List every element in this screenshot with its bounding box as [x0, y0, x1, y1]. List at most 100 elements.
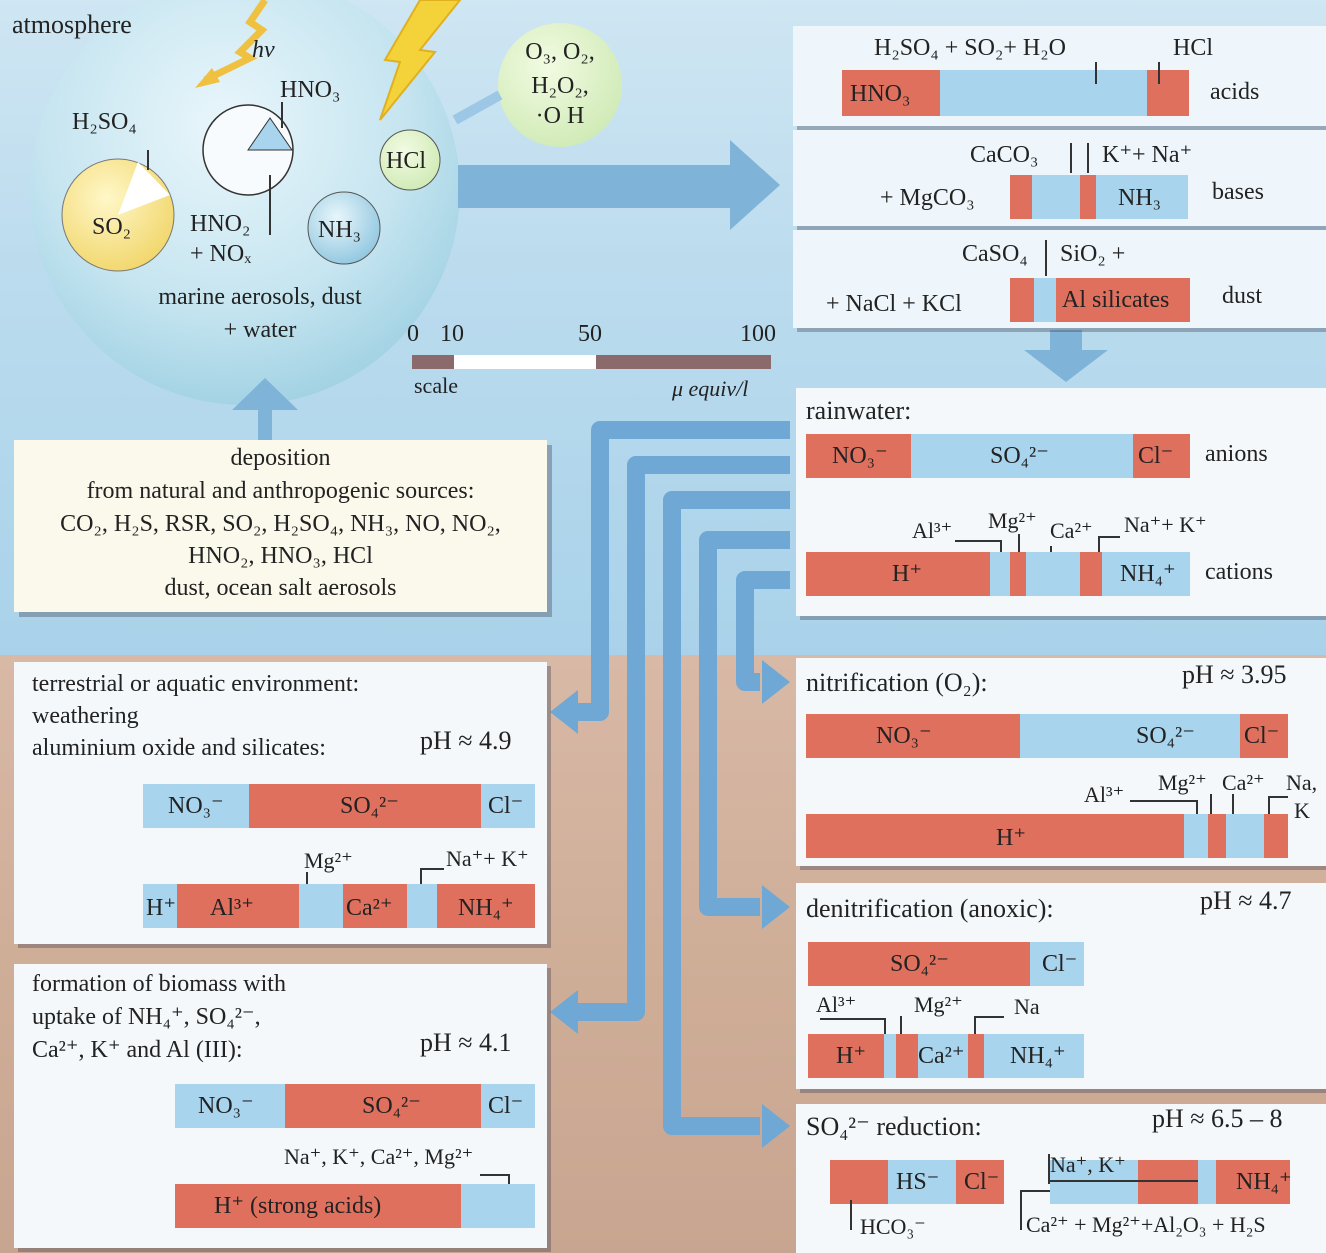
nh3-label: NH₃: [318, 217, 362, 243]
bases-top-1: CaCO₃: [970, 142, 1039, 168]
oxidant-line-2: H₂O₂,: [531, 73, 589, 99]
acids-h2so4-bar: [940, 70, 1147, 116]
bio-cl-bar: [481, 1084, 535, 1128]
deposition-line-4: HNO₂, HNO₃, HCl: [188, 543, 373, 569]
oxidant-line-1: O₃, O₂,: [525, 39, 595, 65]
rain-no3-bar: [806, 434, 911, 478]
den-mg-bar: [896, 1034, 918, 1078]
bases-mgco3-bar: [1032, 175, 1080, 219]
lightning-bolt-icon: [379, 0, 462, 121]
bio-so4-label: SO₄²⁻: [362, 1093, 421, 1119]
hcl-sphere: [379, 129, 441, 191]
red-na-bar: [1050, 1160, 1138, 1204]
dust-label: dust: [1222, 283, 1263, 309]
red-hco3-bar: [830, 1160, 888, 1204]
terrestrial-ph: pH ≈ 4.9: [420, 726, 512, 755]
bio-h-label: H⁺ (strong acids): [214, 1193, 382, 1219]
rain-nh4-label: NH₄⁺: [1120, 561, 1176, 587]
nit-al-tag: Al³⁺: [1084, 782, 1125, 807]
deposition-panel: [14, 440, 547, 612]
ter-nh4-label: NH₄⁺: [458, 895, 514, 921]
rainwater-title: rainwater:: [806, 396, 912, 425]
aerosols-line-1: marine aerosols, dust: [158, 284, 362, 310]
den-ca-label: Ca²⁺: [918, 1043, 965, 1069]
nit-no3-label: NO₃⁻: [876, 723, 932, 749]
bases-label: bases: [1212, 179, 1264, 205]
red-hs-bar: [888, 1160, 956, 1204]
rain-nak-tag: Na⁺+ K⁺: [1124, 512, 1207, 537]
nit-cl-bar: [1240, 714, 1288, 758]
ter-al-label: Al³⁺: [210, 895, 254, 921]
rain-ca-bar: [1026, 552, 1080, 596]
acids-label: acids: [1210, 79, 1260, 105]
bases-top-2: K⁺+ Na⁺: [1102, 142, 1193, 168]
nit-nak-bar: [1264, 814, 1288, 858]
den-h-bar: [808, 1034, 884, 1078]
rain-cations-label: cations: [1205, 559, 1273, 585]
ter-nak-bar: [407, 884, 437, 928]
den-na-bar: [968, 1034, 984, 1078]
rain-anions-label: anions: [1205, 441, 1268, 467]
biomass-line-2: uptake of NH₄⁺, SO₄²⁻,: [32, 1004, 261, 1030]
hv-label: hv: [252, 37, 275, 63]
dust-silicates-bar: [1056, 278, 1190, 322]
ter-nak-tag: Na⁺+ K⁺: [446, 846, 529, 871]
acids-hno3-bar: [842, 70, 940, 116]
rain-nh4-bar: [1102, 552, 1190, 596]
red-nh4-label: NH₄⁺: [1236, 1169, 1292, 1195]
nit-h-label: H⁺: [996, 825, 1026, 851]
nit-mg-tag: Mg²⁺: [1158, 770, 1207, 795]
scale-tick-10: 10: [440, 321, 464, 347]
ter-cl-label: Cl⁻: [488, 793, 524, 819]
rain-ca-tag: Ca²⁺: [1050, 518, 1093, 543]
rain-so4-bar: [911, 434, 1133, 478]
ter-h-label: H⁺: [146, 895, 176, 921]
oxidant-line-3: ·O H: [535, 103, 585, 129]
bases-bar-label: NH₃: [1118, 185, 1162, 211]
red-hco3-label: HCO₃⁻: [860, 1214, 926, 1239]
bio-cation-bar: [461, 1184, 535, 1228]
den-mg-tag: Mg²⁺: [914, 992, 963, 1017]
scale-tick-50: 50: [578, 321, 602, 347]
acids-bar-label: HNO₃: [850, 81, 911, 107]
red-nak-tag: Na⁺, K⁺: [1050, 1152, 1126, 1177]
so4-reduction-ph: pH ≈ 6.5 – 8: [1152, 1104, 1283, 1133]
nit-al-bar: [1184, 814, 1208, 858]
red-hs-label: HS⁻: [896, 1169, 940, 1195]
red-k-bar: [1138, 1160, 1198, 1204]
rain-cl-label: Cl⁻: [1138, 443, 1174, 469]
red-bottom-label: Ca²⁺ + Mg²⁺+Al₂O₃ + H₂S: [1026, 1212, 1266, 1237]
rain-no3-label: NO₃⁻: [832, 443, 888, 469]
ter-ca-bar: [343, 884, 407, 928]
rain-mg-bar: [1010, 552, 1026, 596]
bases-left: + MgCO₃: [880, 185, 975, 211]
rain-al-bar: [990, 552, 1010, 596]
nitrification-title: nitrification (O₂):: [806, 668, 988, 697]
deposition-arrow: [232, 378, 298, 440]
scale-label: scale: [414, 373, 458, 398]
bio-no3-bar: [175, 1084, 285, 1128]
rain-h-bar: [806, 552, 990, 596]
bases-nh3-bar: [1096, 175, 1188, 219]
so4-reduction-title: SO₄²⁻ reduction:: [806, 1112, 982, 1141]
hcl-label: HCl: [386, 148, 427, 174]
den-h-label: H⁺: [836, 1043, 866, 1069]
nit-no3-bar: [806, 714, 1020, 758]
terrestrial-line-2: weathering: [32, 703, 139, 729]
deposition-line-5: dust, ocean salt aerosols: [164, 575, 397, 601]
rain-al-tag: Al³⁺: [912, 518, 953, 543]
den-nh4-bar: [984, 1034, 1084, 1078]
bases-kna-bar: [1080, 175, 1096, 219]
dust-top-2: SiO₂ +: [1060, 241, 1126, 267]
bases-caco3-bar: [1010, 175, 1032, 219]
ter-mg-tag: Mg²⁺: [304, 848, 353, 873]
red-cl-label: Cl⁻: [964, 1169, 1000, 1195]
nh3-sphere: [307, 191, 381, 265]
ter-ca-label: Ca²⁺: [346, 895, 393, 921]
ter-mg-bar: [299, 884, 343, 928]
ter-no3-label: NO₃⁻: [168, 793, 224, 819]
atmosphere-title: atmosphere: [12, 10, 132, 39]
hv-lightning-icon: [203, 0, 268, 84]
bio-h-bar: [175, 1184, 461, 1228]
